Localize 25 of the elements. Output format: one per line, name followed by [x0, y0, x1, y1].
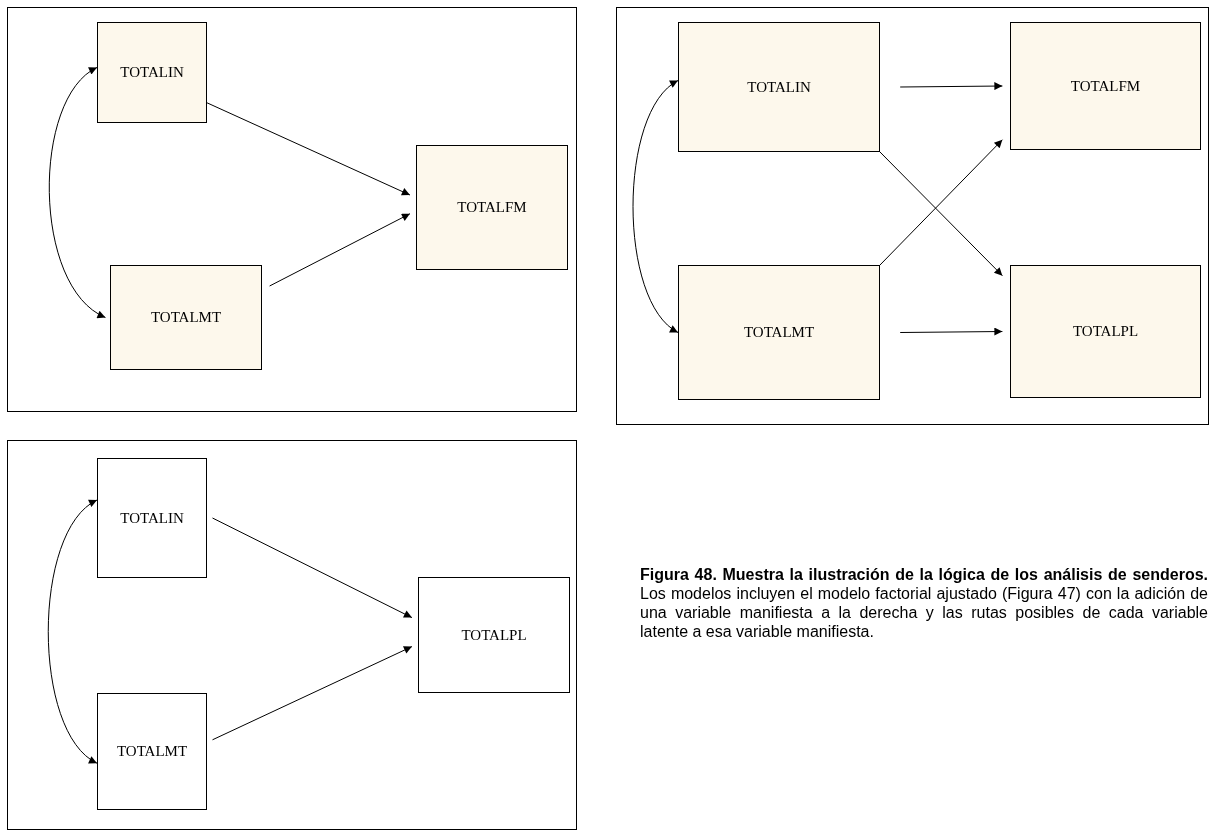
variable-box: TOTALMT: [97, 693, 207, 810]
arrow: [206, 102, 411, 196]
arrow: [879, 151, 1003, 277]
variable-box: TOTALMT: [110, 265, 262, 370]
curved-double-arrow: [48, 66, 106, 318]
arrow: [879, 139, 1003, 266]
diagram-panel: [7, 440, 577, 830]
arrow: [269, 213, 411, 287]
variable-box: TOTALMT: [678, 265, 880, 400]
figure-caption: Figura 48. Muestra la ilustración de la lógica de los análisis de senderos. Los modelos incluyen el modelo factorial ajustado (Figura 47) con la adición de una variable manifiesta a la derecha y las rutas posibles de cada variable latente a esa variable manifiesta.: [640, 565, 1208, 641]
curved-double-arrow: [632, 80, 679, 333]
variable-box: TOTALFM: [1010, 22, 1201, 150]
arrow: [212, 646, 413, 741]
diagram-panel: [7, 7, 577, 412]
variable-box: TOTALIN: [678, 22, 880, 152]
variable-box: TOTALFM: [416, 145, 568, 270]
diagram-panel: [616, 7, 1209, 425]
curved-double-arrow: [47, 499, 98, 764]
variable-box: TOTALIN: [97, 458, 207, 578]
arrow: [899, 82, 1003, 91]
arrow: [899, 327, 1003, 336]
variable-box: TOTALPL: [1010, 265, 1201, 398]
variable-box: TOTALPL: [418, 577, 570, 693]
arrow: [212, 517, 413, 619]
variable-box: TOTALIN: [97, 22, 207, 123]
